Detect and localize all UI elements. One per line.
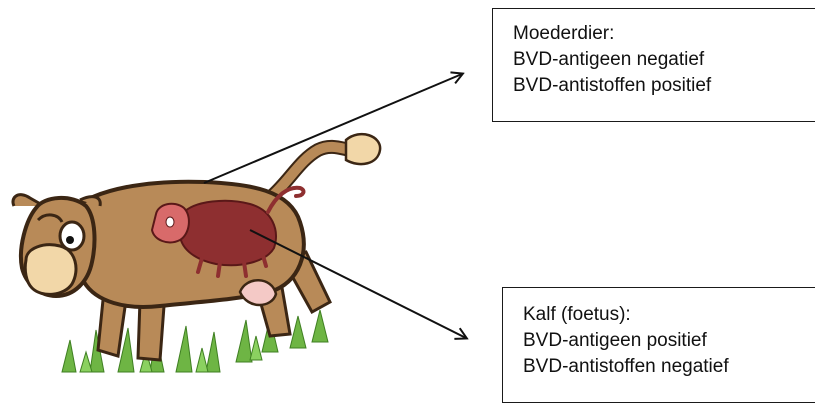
calf-antibody-status: BVD-antistoffen negatief (523, 354, 805, 380)
cow-tail (272, 134, 380, 196)
calf-label-title: Kalf (foetus): (523, 302, 805, 328)
calf-label-box: Kalf (foetus): BVD-antigeen positief BVD… (502, 287, 815, 403)
mother-antibody-status: BVD-antistoffen positief (513, 73, 801, 99)
mother-label-box: Moederdier: BVD-antigeen negatief BVD-an… (492, 8, 815, 122)
calf-antigen-status: BVD-antigeen positief (523, 328, 805, 354)
mother-antigen-status: BVD-antigeen negatief (513, 47, 801, 73)
cow-udder (240, 280, 276, 305)
arrow-to-mother-label (204, 74, 462, 183)
mother-label-title: Moederdier: (513, 21, 801, 47)
